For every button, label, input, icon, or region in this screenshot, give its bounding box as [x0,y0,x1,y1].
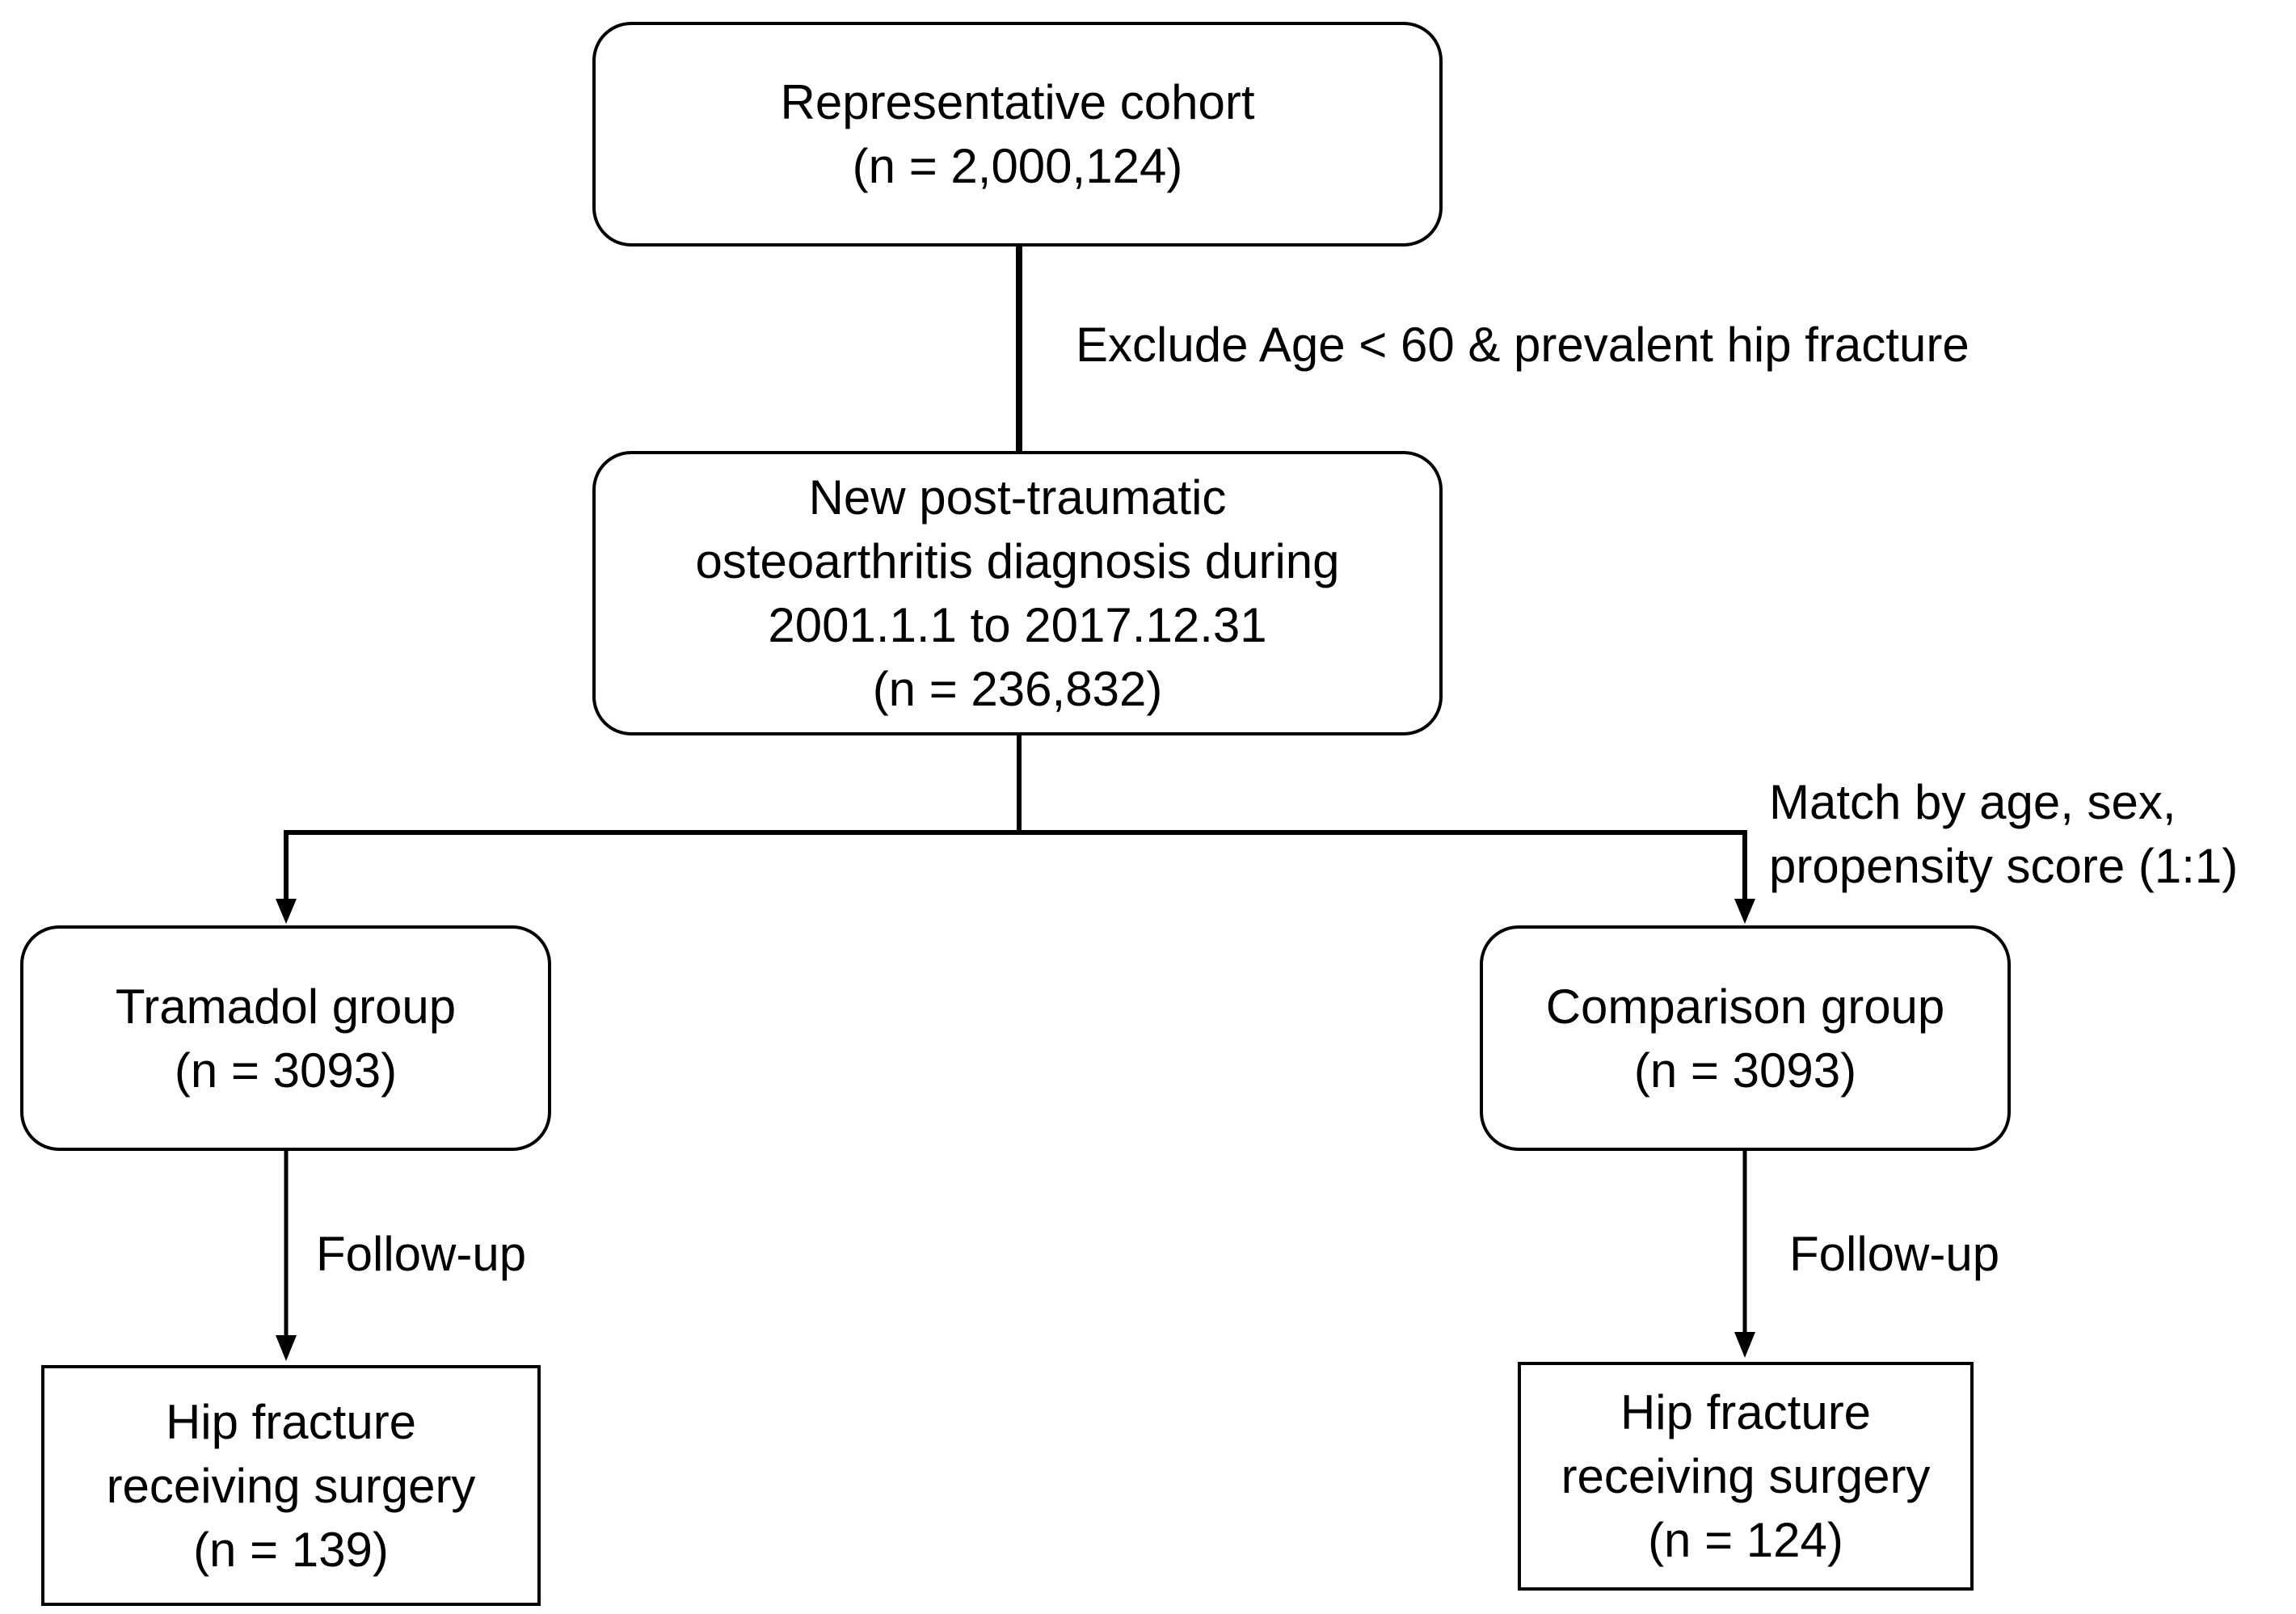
comparison-group-box: Comparison group (n = 3093) [1480,925,2011,1151]
oa-diagnosis-box: New post-traumatic osteoarthritis diagno… [592,451,1443,735]
matching-label-line2: propensity score (1:1) [1769,839,2239,893]
outcome-left-count: (n = 139) [193,1522,389,1577]
comparison-group-title: Comparison group [1545,979,1945,1034]
oa-box-line1: New post-traumatic [808,470,1227,525]
arrowhead-outcome-left [276,1335,297,1361]
comparison-group-count: (n = 3093) [1633,1043,1857,1098]
oa-box-line3: 2001.1.1 to 2017.12.31 [768,598,1267,652]
arrowhead-comparison [1734,899,1755,924]
outcome-right-count: (n = 124) [1648,1513,1843,1567]
outcome-left-box: Hip fracture receiving surgery (n = 139) [41,1365,541,1606]
tramadol-group-box: Tramadol group (n = 3093) [20,925,551,1151]
outcome-left-line2: receiving surgery [106,1458,476,1513]
outcome-right-box: Hip fracture receiving surgery (n = 124) [1518,1362,1974,1591]
oa-box-line2: osteoarthritis diagnosis during [695,534,1340,588]
oa-box-count: (n = 236,832) [872,662,1163,716]
cohort-box: Representative cohort (n = 2,000,124) [592,22,1443,247]
exclusion-label: Exclude Age < 60 & prevalent hip fractur… [1076,318,1970,372]
arrowhead-outcome-right [1734,1332,1755,1358]
cohort-box-title: Representative cohort [780,75,1255,129]
cohort-box-count: (n = 2,000,124) [852,139,1183,193]
matching-label: Match by age, sex, propensity score (1:1… [1769,770,2238,898]
arrowhead-tramadol [276,899,297,924]
outcome-right-line1: Hip fracture [1620,1385,1872,1439]
followup-left-label: Follow-up [316,1227,527,1281]
tramadol-group-count: (n = 3093) [174,1043,398,1098]
tramadol-group-title: Tramadol group [115,979,457,1034]
followup-right-label: Follow-up [1789,1227,2000,1281]
matching-label-line1: Match by age, sex, [1769,775,2176,829]
outcome-right-line2: receiving surgery [1561,1449,1931,1503]
outcome-left-line1: Hip fracture [165,1394,417,1449]
